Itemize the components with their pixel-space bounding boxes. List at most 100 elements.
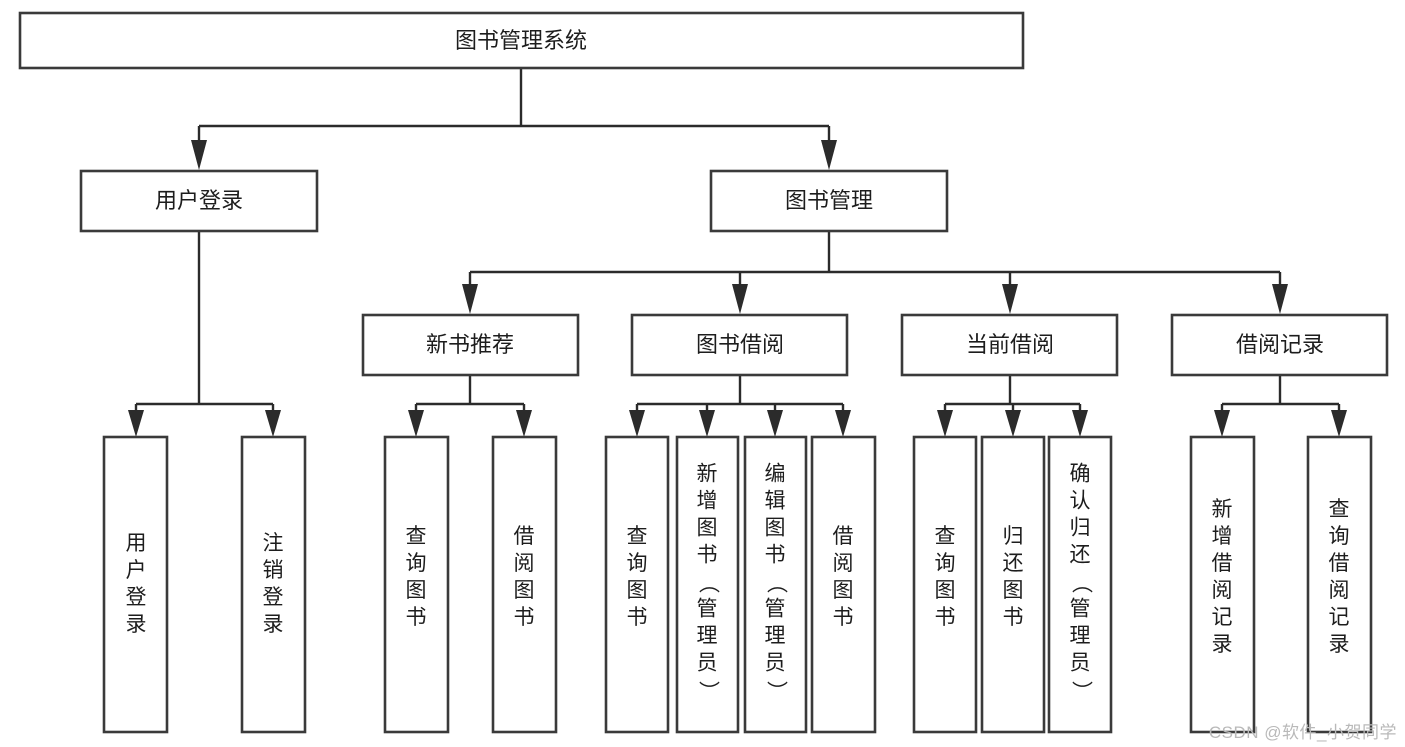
node-current-borrow[interactable]: 当前借阅 — [900, 313, 1119, 377]
leaf-label-char: 录 — [1329, 633, 1350, 656]
leaf-label-char: 阅 — [833, 552, 854, 575]
arrow-head-icon — [629, 410, 645, 437]
connector-currentborrow-to-leaves — [937, 375, 1088, 437]
leaf-label-char: 员 — [697, 652, 718, 675]
node-box[interactable] — [980, 435, 1046, 734]
leaf-label-char: 增 — [1212, 525, 1233, 548]
leaf-label-char: 查 — [935, 525, 956, 548]
arrow-head-icon — [937, 410, 953, 437]
leaf-label-char: 借 — [833, 525, 854, 548]
leaf-label-char: 户 — [126, 559, 147, 582]
node-box[interactable] — [630, 313, 849, 377]
node-book-manage[interactable]: 图书管理 — [709, 169, 949, 233]
leaf-label-char: 书 — [765, 544, 786, 567]
leaf-label-char: 管 — [765, 598, 786, 621]
node-box[interactable] — [709, 169, 949, 233]
leaf-label-char: 理 — [765, 625, 786, 648]
leaf-label-char: 归 — [1003, 525, 1024, 548]
leaf-label-char: 询 — [627, 552, 648, 575]
node-root[interactable]: 图书管理系统 — [18, 11, 1025, 70]
leaf-label-char: 查 — [1329, 498, 1350, 521]
leaf-label-char: 编 — [765, 463, 786, 486]
node-box[interactable] — [810, 435, 877, 734]
leaf-label-char: 还 — [1070, 544, 1091, 567]
arrow-head-icon — [1002, 284, 1018, 314]
node-box[interactable] — [1189, 435, 1256, 734]
leaf-label-char: 图 — [697, 517, 718, 540]
arrow-head-icon — [1331, 410, 1347, 437]
leaf-label-char: 员 — [1070, 652, 1091, 675]
csdn-watermark: CSDN @软件_小贺同学 — [1208, 723, 1397, 742]
connector-userlogin-to-leaves — [128, 231, 281, 437]
node-box[interactable] — [743, 435, 808, 734]
node-box[interactable] — [675, 435, 740, 734]
arrow-head-icon — [767, 410, 783, 437]
leaf-label-char: 图 — [765, 517, 786, 540]
arrow-head-icon — [821, 140, 837, 170]
node-box[interactable] — [240, 435, 307, 734]
leaf-label-char: 辑 — [765, 490, 786, 513]
leaf-label-char: 员 — [765, 652, 786, 675]
connector-bookmanage-to-level3 — [462, 231, 1288, 314]
leaf-label-char: 记 — [1329, 606, 1350, 629]
leaf-label: 用户登录 — [126, 532, 147, 636]
node-label: 当前借阅 — [966, 332, 1054, 357]
leaf-label-char: （ — [696, 573, 719, 594]
leaf-label-char: 理 — [697, 625, 718, 648]
leaf-label-char: 管 — [1070, 598, 1091, 621]
arrow-head-icon — [1072, 410, 1088, 437]
node-box[interactable] — [491, 435, 558, 734]
arrow-head-icon — [1272, 284, 1288, 314]
node-box[interactable] — [900, 313, 1119, 377]
leaf-label-char: 管 — [697, 598, 718, 621]
node-box[interactable] — [604, 435, 670, 734]
node-box[interactable] — [383, 435, 450, 734]
node-box[interactable] — [361, 313, 580, 377]
leaf-label-char: 书 — [406, 606, 427, 629]
node-box[interactable] — [18, 11, 1025, 70]
node-box[interactable] — [1047, 435, 1113, 734]
arrow-head-icon — [516, 410, 532, 437]
node-leaf-user-login[interactable]: 用户登录 — [102, 435, 169, 734]
leaf-label-char: 阅 — [1212, 579, 1233, 602]
leaf-label-char: 查 — [406, 525, 427, 548]
connector-borrowrecord-to-leaves — [1214, 375, 1347, 437]
leaf-label-char: 图 — [833, 579, 854, 602]
node-box[interactable] — [79, 169, 319, 233]
leaf-label-char: 新 — [697, 463, 718, 486]
leaf-label-char: 阅 — [514, 552, 535, 575]
node-user-login[interactable]: 用户登录 — [79, 169, 319, 233]
leaf-label-char: 录 — [263, 613, 284, 636]
leaf-label-char: 图 — [514, 579, 535, 602]
node-new-book-rec[interactable]: 新书推荐 — [361, 313, 580, 377]
node-label: 用户登录 — [155, 188, 243, 213]
node-box[interactable] — [912, 435, 978, 734]
arrow-head-icon — [265, 410, 281, 437]
leaf-label-char: 用 — [126, 532, 147, 555]
node-box[interactable] — [102, 435, 169, 734]
node-book-borrow[interactable]: 图书借阅 — [630, 313, 849, 377]
arrow-head-icon — [191, 140, 207, 170]
node-borrow-record[interactable]: 借阅记录 — [1170, 313, 1389, 377]
node-box[interactable] — [1306, 435, 1373, 734]
leaf-label-char: 借 — [514, 525, 535, 548]
node-box[interactable] — [1170, 313, 1389, 377]
leaf-label-char: 图 — [1003, 579, 1024, 602]
